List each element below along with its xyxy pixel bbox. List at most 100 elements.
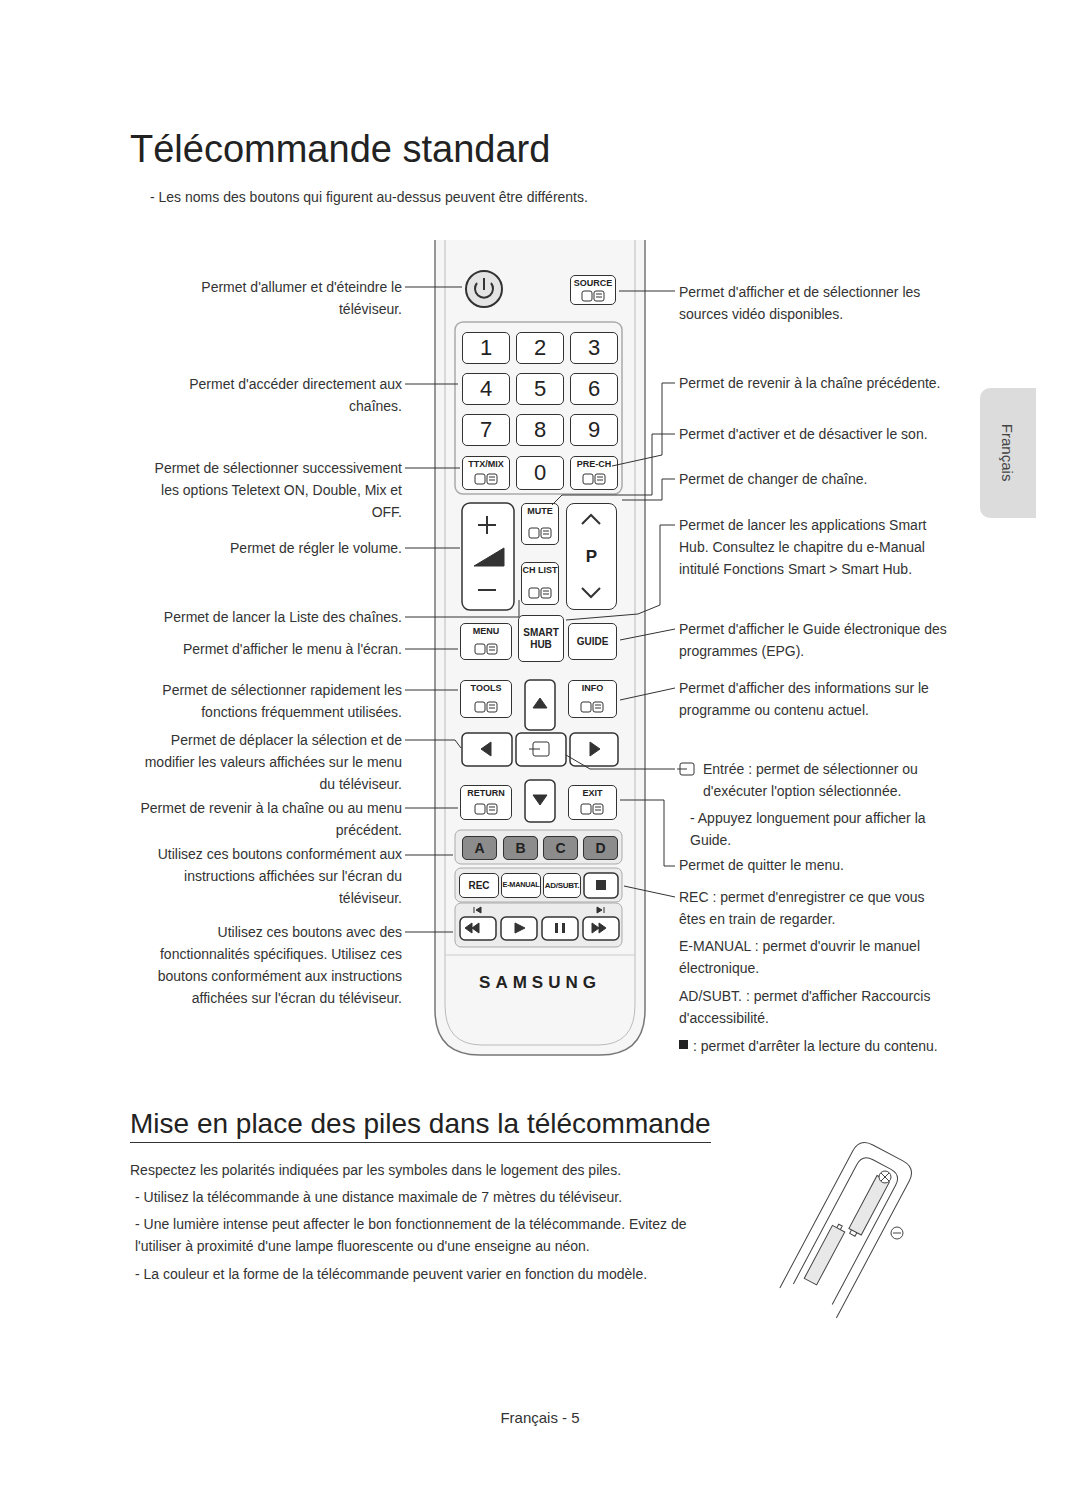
key-icon xyxy=(475,804,485,814)
key-label: P xyxy=(586,547,597,567)
leader-line xyxy=(405,932,453,933)
key-icon xyxy=(595,474,605,484)
next-icon xyxy=(597,907,604,913)
polarity-mark xyxy=(893,1233,901,1234)
ffwd-icon xyxy=(592,923,606,933)
remote-key: MENU xyxy=(460,623,512,660)
key-fill xyxy=(462,836,497,860)
annotation: Permet de lancer les applications Smart … xyxy=(679,514,954,580)
key-label: B xyxy=(515,840,525,856)
remote-key: E-MANUAL xyxy=(501,873,541,898)
remote-key: CH LIST xyxy=(521,562,559,605)
annotation: Permet de changer de chaîne. xyxy=(679,468,954,490)
annotation: Permet d'activer et de désactiver le son… xyxy=(679,423,954,445)
key-icon xyxy=(595,705,601,706)
key-label: Français xyxy=(999,424,1016,482)
leader-line xyxy=(405,384,458,385)
key-icon xyxy=(543,534,549,535)
enter-icon xyxy=(677,769,687,770)
key-label: 2 xyxy=(534,335,546,360)
playback-key xyxy=(460,917,496,940)
remote-key: TTX/MIX xyxy=(462,456,510,490)
key-label: C xyxy=(555,840,565,856)
annotation: AD/SUBT. : permet d'afficher Raccourcis … xyxy=(679,985,954,1029)
key-label: CH LIST xyxy=(523,563,558,575)
key-icon xyxy=(487,474,497,484)
key-icon xyxy=(489,647,495,648)
nav-up xyxy=(525,680,555,730)
key-fill xyxy=(566,503,617,610)
key-label: 1 xyxy=(480,335,492,360)
key-fill xyxy=(501,873,541,898)
remote-key: 2 xyxy=(516,332,564,364)
key-icon xyxy=(597,480,603,481)
leader-line xyxy=(405,649,458,650)
volume-wedge xyxy=(474,548,504,566)
key-fill xyxy=(570,373,618,405)
battery-illustration xyxy=(780,1138,916,1318)
key-label: REC xyxy=(461,880,497,892)
polarity-mark xyxy=(891,1227,903,1239)
annotation: Permet d'accéder directement aux chaînes… xyxy=(162,373,402,417)
remote-key: 1 xyxy=(462,332,510,364)
polarity-mark xyxy=(879,1171,891,1183)
key-icon xyxy=(593,804,603,814)
key-label: SOURCE xyxy=(574,276,613,288)
leader-line xyxy=(622,479,675,500)
key-fill xyxy=(570,275,616,305)
annotation: Permet de déplacer la sélection et de mo… xyxy=(127,729,402,795)
key-fill xyxy=(543,873,581,898)
remote-key: C xyxy=(543,836,578,860)
annotation: Permet d'allumer et d'éteindre le télévi… xyxy=(162,276,402,320)
key-icon xyxy=(541,528,551,538)
key-label: SMART HUB xyxy=(520,627,562,651)
remote-key: 9 xyxy=(570,414,618,446)
annotation: Permet d'afficher des informations sur l… xyxy=(679,677,954,721)
leader-line xyxy=(405,740,461,748)
key-fill xyxy=(462,414,510,446)
key-fill xyxy=(521,562,559,605)
leader-line xyxy=(552,434,675,505)
key-icon xyxy=(487,644,497,654)
key-label: 7 xyxy=(480,417,492,442)
pause-icon xyxy=(562,923,565,933)
remote-key: REC xyxy=(459,873,499,898)
annotation: : permet d'arrêter la lecture du contenu… xyxy=(693,1035,953,1057)
key-label: RETURN xyxy=(467,786,505,798)
key-fill xyxy=(460,680,512,718)
leader-line xyxy=(612,383,675,466)
key-label: 5 xyxy=(534,376,546,401)
key-icon xyxy=(596,294,602,295)
remote-key: P xyxy=(566,503,617,610)
key-fill xyxy=(462,332,510,364)
annotation: Permet de lancer la Liste des chaînes. xyxy=(127,606,402,628)
remote-body: SAMSUNGSOURCE123456789TTX/MIX0PRE-CHMUTE… xyxy=(435,240,645,1055)
playback-key xyxy=(501,917,537,940)
brand-logo: SAMSUNG xyxy=(435,973,645,993)
key-icon xyxy=(529,588,539,598)
key-icon xyxy=(489,480,495,481)
annotation: - Les noms des boutons qui figurent au-d… xyxy=(150,186,950,208)
leader-line xyxy=(405,690,458,691)
remote-key: TOOLS xyxy=(460,680,512,718)
key-icon xyxy=(595,810,601,811)
key-label: 0 xyxy=(534,460,546,485)
key-icon xyxy=(487,804,497,814)
annotation: - Utilisez la télécommande à une distanc… xyxy=(135,1186,735,1208)
annotation: Utilisez ces boutons conformément aux in… xyxy=(127,843,402,909)
key-icon xyxy=(489,650,495,651)
battery-compartment xyxy=(793,1154,901,1304)
annotation: Permet de régler le volume. xyxy=(127,537,402,559)
key-icon xyxy=(543,594,549,595)
annotation: Mise en place des piles dans la télécomm… xyxy=(130,1106,711,1143)
key-icon xyxy=(581,804,591,814)
remote-key: 3 xyxy=(570,332,618,364)
volume-minus xyxy=(478,589,496,591)
key-icon xyxy=(475,644,485,654)
remote-key: 7 xyxy=(462,414,510,446)
key-icon xyxy=(582,291,592,301)
key-label: A xyxy=(474,840,484,856)
key-icon xyxy=(583,474,593,484)
key-label: PRE-CH xyxy=(577,457,612,469)
key-icon xyxy=(489,477,495,478)
